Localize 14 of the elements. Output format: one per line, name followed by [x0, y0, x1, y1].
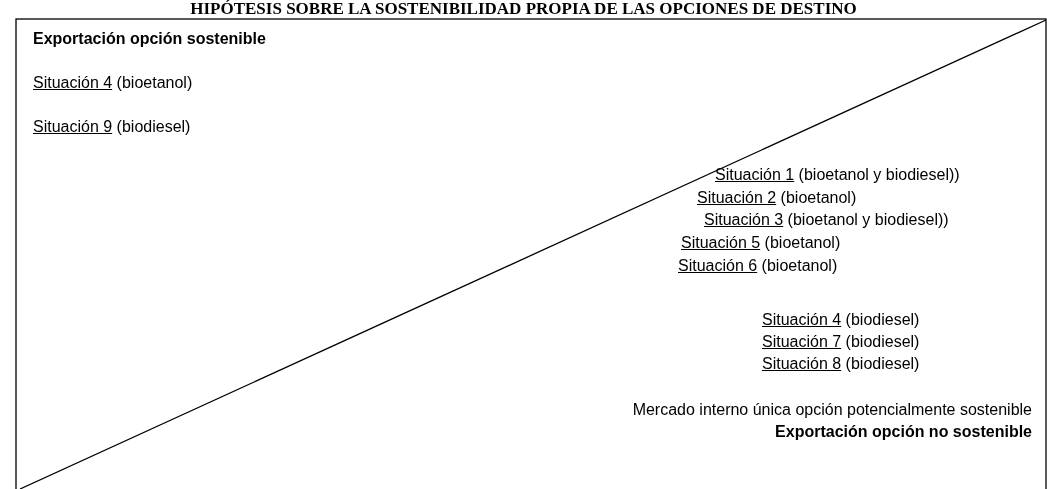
situation-label: Situación 9 (biodiesel)	[33, 117, 191, 137]
situation-label: Situación 7 (biodiesel)	[762, 332, 920, 352]
situation-label: Situación 8 (biodiesel)	[762, 354, 920, 374]
situation-label: Situación 5 (bioetanol)	[681, 233, 841, 253]
situation-label: Situación 1 (bioetanol y biodiesel))	[715, 165, 960, 185]
region-heading: Exportación opción no sostenible	[775, 422, 1032, 442]
region-note: Mercado interno única opción potencialmente sostenible	[632, 400, 1032, 420]
situation-label: Situación 4 (bioetanol)	[33, 73, 193, 93]
region-heading: Exportación opción sostenible	[33, 29, 266, 49]
title: HIPÓTESIS SOBRE LA SOSTENIBILIDAD PROPIA DE LAS OPCIONES DE DESTINO	[189, 0, 858, 18]
situation-label: Situación 6 (bioetanol)	[678, 256, 838, 276]
situation-label: Situación 2 (bioetanol)	[697, 188, 857, 208]
situation-label: Situación 4 (biodiesel)	[762, 310, 920, 330]
situation-label: Situación 3 (bioetanol y biodiesel))	[704, 210, 949, 230]
